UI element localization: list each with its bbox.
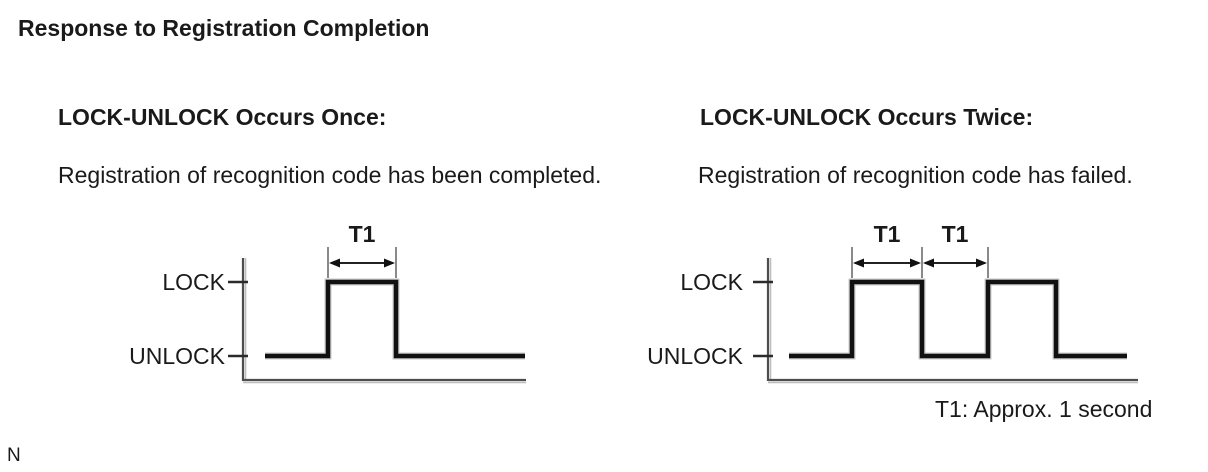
unlock-label: UNLOCK — [647, 343, 744, 369]
t1-definition-note: T1: Approx. 1 second — [935, 396, 1153, 422]
occurs-twice-description: Registration of recognition code has fai… — [698, 162, 1133, 188]
arrowhead-left-icon-1 — [853, 258, 864, 268]
t1-interval-label-1: T1 — [874, 221, 901, 247]
timing-diagram-twice: LOCK UNLOCK T1 T1 — [647, 221, 1138, 384]
occurs-once-heading: LOCK-UNLOCK Occurs Once: — [58, 104, 387, 130]
arrowhead-right-icon — [384, 258, 395, 268]
signal-halo — [789, 278, 1127, 360]
lock-label: LOCK — [680, 269, 743, 295]
signal-waveform — [789, 279, 1127, 359]
t1-interval-label-2: T1 — [942, 221, 969, 247]
unlock-label: UNLOCK — [129, 343, 226, 369]
lock-label: LOCK — [162, 269, 225, 295]
arrowhead-left-icon-2 — [923, 258, 934, 268]
arrowhead-left-icon — [329, 258, 340, 268]
timing-diagram-once: LOCK UNLOCK T1 — [129, 221, 526, 384]
page-title: Response to Registration Completion — [18, 15, 430, 41]
arrowhead-right-icon-2 — [976, 258, 987, 268]
occurs-twice-heading: LOCK-UNLOCK Occurs Twice: — [700, 104, 1034, 130]
t1-interval-label: T1 — [349, 221, 376, 247]
corner-mark: N — [7, 445, 21, 466]
signal-waveform — [265, 279, 525, 359]
occurs-once-description: Registration of recognition code has bee… — [58, 162, 602, 188]
arrowhead-right-icon-1 — [910, 258, 921, 268]
